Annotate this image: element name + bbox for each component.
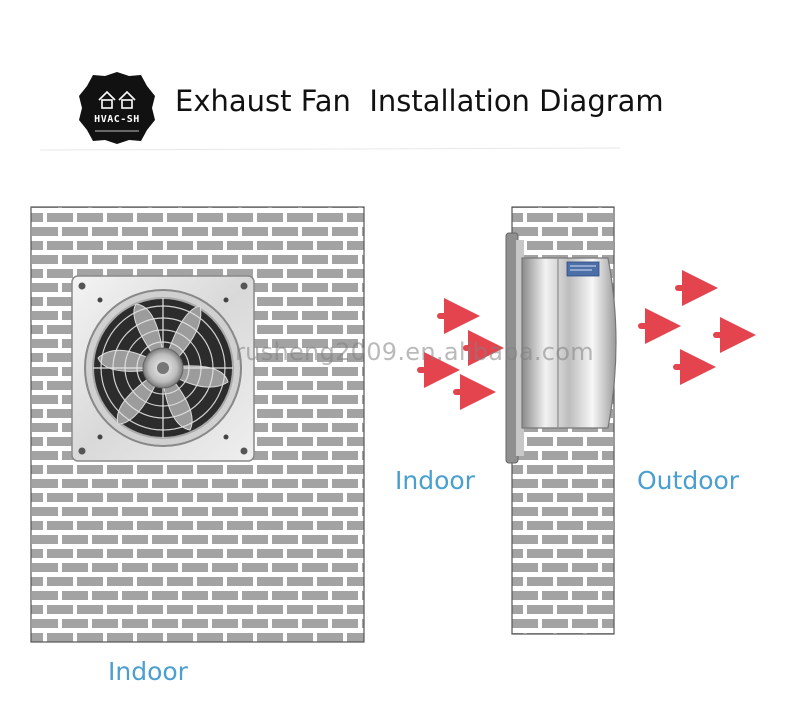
side-indoor-label: Indoor (395, 466, 475, 495)
outdoor-airflow-arrows (638, 270, 756, 385)
header-divider (39, 147, 621, 151)
fan-icon (71, 275, 255, 462)
side-outdoor-label: Outdoor (637, 466, 740, 495)
logo-badge (79, 72, 155, 144)
logo-text: HVAC-SH (94, 114, 140, 125)
front-indoor-label: Indoor (108, 657, 188, 686)
watermark: rusheng2009.en.alibaba.com (235, 338, 594, 366)
side-fan-icon (505, 232, 617, 464)
logo: HVAC-SH (77, 70, 157, 146)
airflow-arrow-icon (417, 298, 504, 410)
house-icon (98, 90, 136, 109)
diagram-title: Exhaust Fan Installation Diagram (175, 84, 664, 118)
